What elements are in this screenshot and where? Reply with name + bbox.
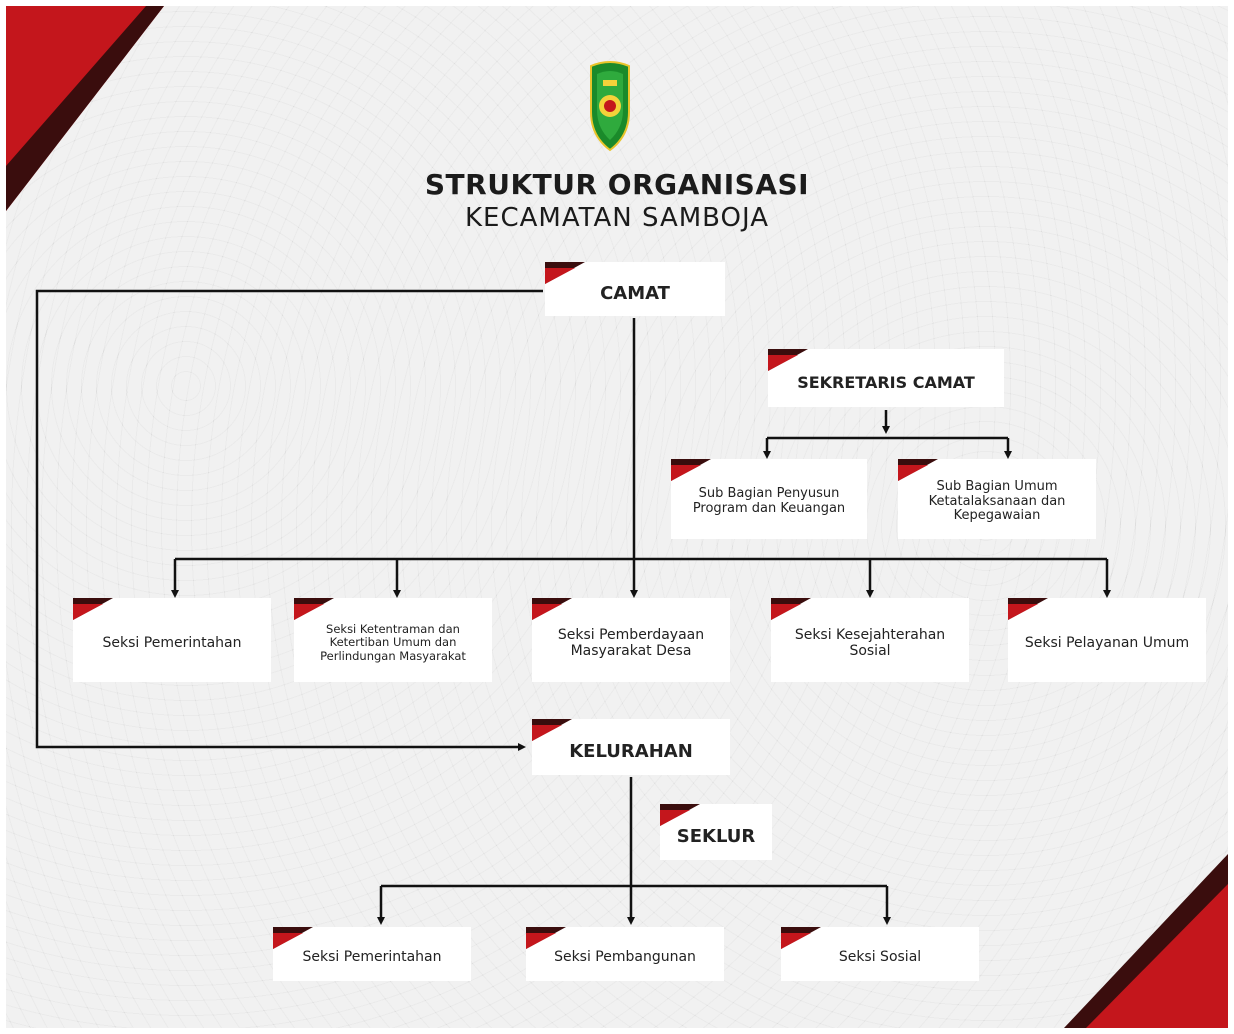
red-corner-flag-icon [294,598,334,620]
red-corner-flag-icon [768,349,808,371]
red-corner-flag-icon [545,262,585,284]
node-label: Seksi Sosial [838,948,922,965]
regency-emblem-icon [590,61,630,152]
node-kel-seksi-pemerintahan: Seksi Pemerintahan [273,927,471,981]
node-seksi-pemberdayaan: Seksi Pemberdayaan Masyarakat Desa [532,598,730,682]
node-label: SEKLUR [676,825,756,847]
node-label: SEKRETARIS CAMAT [797,372,975,392]
chart-subtitle: KECAMATAN SAMBOJA [464,203,770,233]
red-corner-flag-icon [532,719,572,741]
node-kel-seksi-sosial: Seksi Sosial [781,927,979,981]
top-left-corner-decoration [6,6,164,211]
node-subbag-program-keuangan: Sub Bagian Penyusun Program dan Keuangan [671,459,867,539]
node-seklur: SEKLUR [660,804,772,860]
node-label: CAMAT [600,282,670,304]
node-label: Seksi Pelayanan Umum [1024,634,1190,651]
red-corner-flag-icon [1008,598,1048,620]
node-label: Seksi Kesejahterahan Sosial [794,626,946,659]
chart-title: STRUKTUR ORGANISASI [424,168,810,201]
node-label: Seksi Pemerintahan [302,948,442,965]
node-label: Seksi Pemberdayaan Masyarakat Desa [557,626,705,659]
node-label: KELURAHAN [569,740,693,762]
red-corner-flag-icon [781,927,821,949]
node-subbag-umum-kepegawaian: Sub Bagian Umum Ketatalaksanaan dan Kepe… [898,459,1096,539]
node-label: Seksi Pembangunan [554,948,696,965]
red-corner-flag-icon [771,598,811,620]
node-seksi-pemerintahan: Seksi Pemerintahan [73,598,271,682]
node-kelurahan: KELURAHAN [532,719,730,775]
node-label: Sub Bagian Umum Ketatalaksanaan dan Kepe… [928,478,1066,524]
red-corner-flag-icon [526,927,566,949]
red-corner-flag-icon [660,804,700,826]
red-corner-flag-icon [273,927,313,949]
node-seksi-pelayanan-umum: Seksi Pelayanan Umum [1008,598,1206,682]
node-seksi-ketentraman: Seksi Ketentraman dan Ketertiban Umum da… [294,598,492,682]
node-label: Sub Bagian Penyusun Program dan Keuangan [692,486,846,516]
red-corner-flag-icon [73,598,113,620]
node-seksi-kesejahterahan: Seksi Kesejahterahan Sosial [771,598,969,682]
bottom-right-corner-decoration [1064,854,1228,1028]
node-label: Seksi Pemerintahan [102,634,242,651]
node-kel-seksi-pembangunan: Seksi Pembangunan [526,927,724,981]
node-camat: CAMAT [545,262,725,316]
red-corner-flag-icon [898,459,938,481]
red-corner-flag-icon [532,598,572,620]
node-label: Seksi Ketentraman dan Ketertiban Umum da… [320,622,466,663]
red-corner-flag-icon [671,459,711,481]
node-sekretaris-camat: SEKRETARIS CAMAT [768,349,1004,407]
